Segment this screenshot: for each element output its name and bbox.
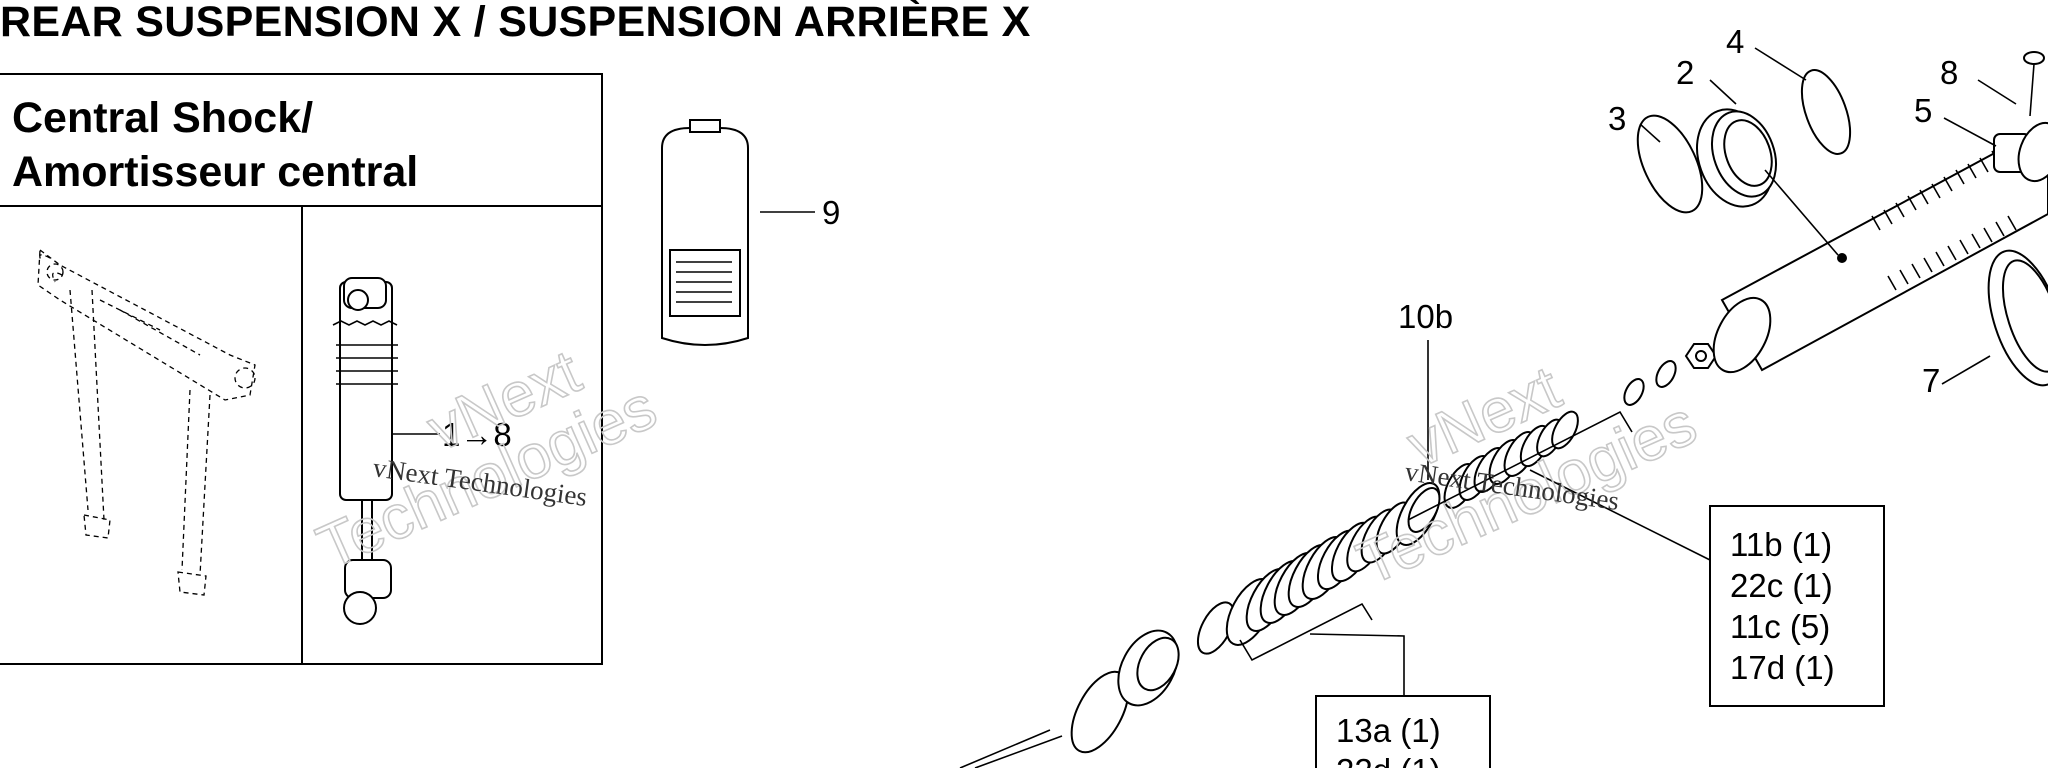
bearing-cap — [1696, 108, 1777, 208]
watermark-right: vNext Technologies vNext Technologies — [1347, 352, 1707, 599]
kit-box-a: 13a (1) 22d (1) — [1315, 695, 1491, 768]
callout-8: 8 — [1940, 54, 1958, 91]
kit-a-line-2: 22d (1) — [1336, 752, 1441, 768]
kit-b-line-3: 11c (5) — [1730, 608, 1830, 645]
kit-b-line-4: 17d (1) — [1730, 649, 1835, 686]
kit-b-line-1: 11b (1) — [1730, 526, 1832, 563]
suspension-frame-drawing — [37, 248, 256, 596]
nut — [1684, 343, 1718, 369]
oil-bottle-drawing: 9 — [661, 119, 840, 346]
callout-9: 9 — [822, 194, 840, 231]
spring-retainer — [1987, 249, 2048, 387]
callout-10b: 10b — [1398, 298, 1453, 335]
page-title: REAR SUSPENSION X / SUSPENSION ARRIÈRE X — [0, 0, 1031, 46]
kit-b-line-2: 22c (1) — [1730, 567, 1833, 604]
kit-box-b: 11b (1) 22c (1) 11c (5) 17d (1) — [1709, 505, 1885, 707]
callout-4: 4 — [1726, 23, 1744, 60]
shock-rod — [959, 729, 1063, 768]
screw — [2023, 51, 2045, 117]
valve-piston — [1395, 482, 1441, 546]
inset-shock-ref: 1→8 — [442, 416, 512, 453]
shock-body — [1712, 121, 2048, 374]
shock-absorber-inset: 1→8 — [332, 277, 512, 625]
callout-5: 5 — [1914, 92, 1932, 129]
callout-2: 2 — [1676, 54, 1694, 91]
kit-a-line-1: 13a (1) — [1336, 712, 1441, 749]
callout-3: 3 — [1608, 100, 1626, 137]
inset-panel: Central Shock/ Amortisseur central — [0, 73, 603, 665]
inset-heading-line2: Amortisseur central — [12, 148, 418, 196]
inset-heading-line1: Central Shock/ — [12, 94, 313, 142]
callout-7: 7 — [1922, 362, 1940, 399]
piston-head — [1117, 629, 1180, 707]
